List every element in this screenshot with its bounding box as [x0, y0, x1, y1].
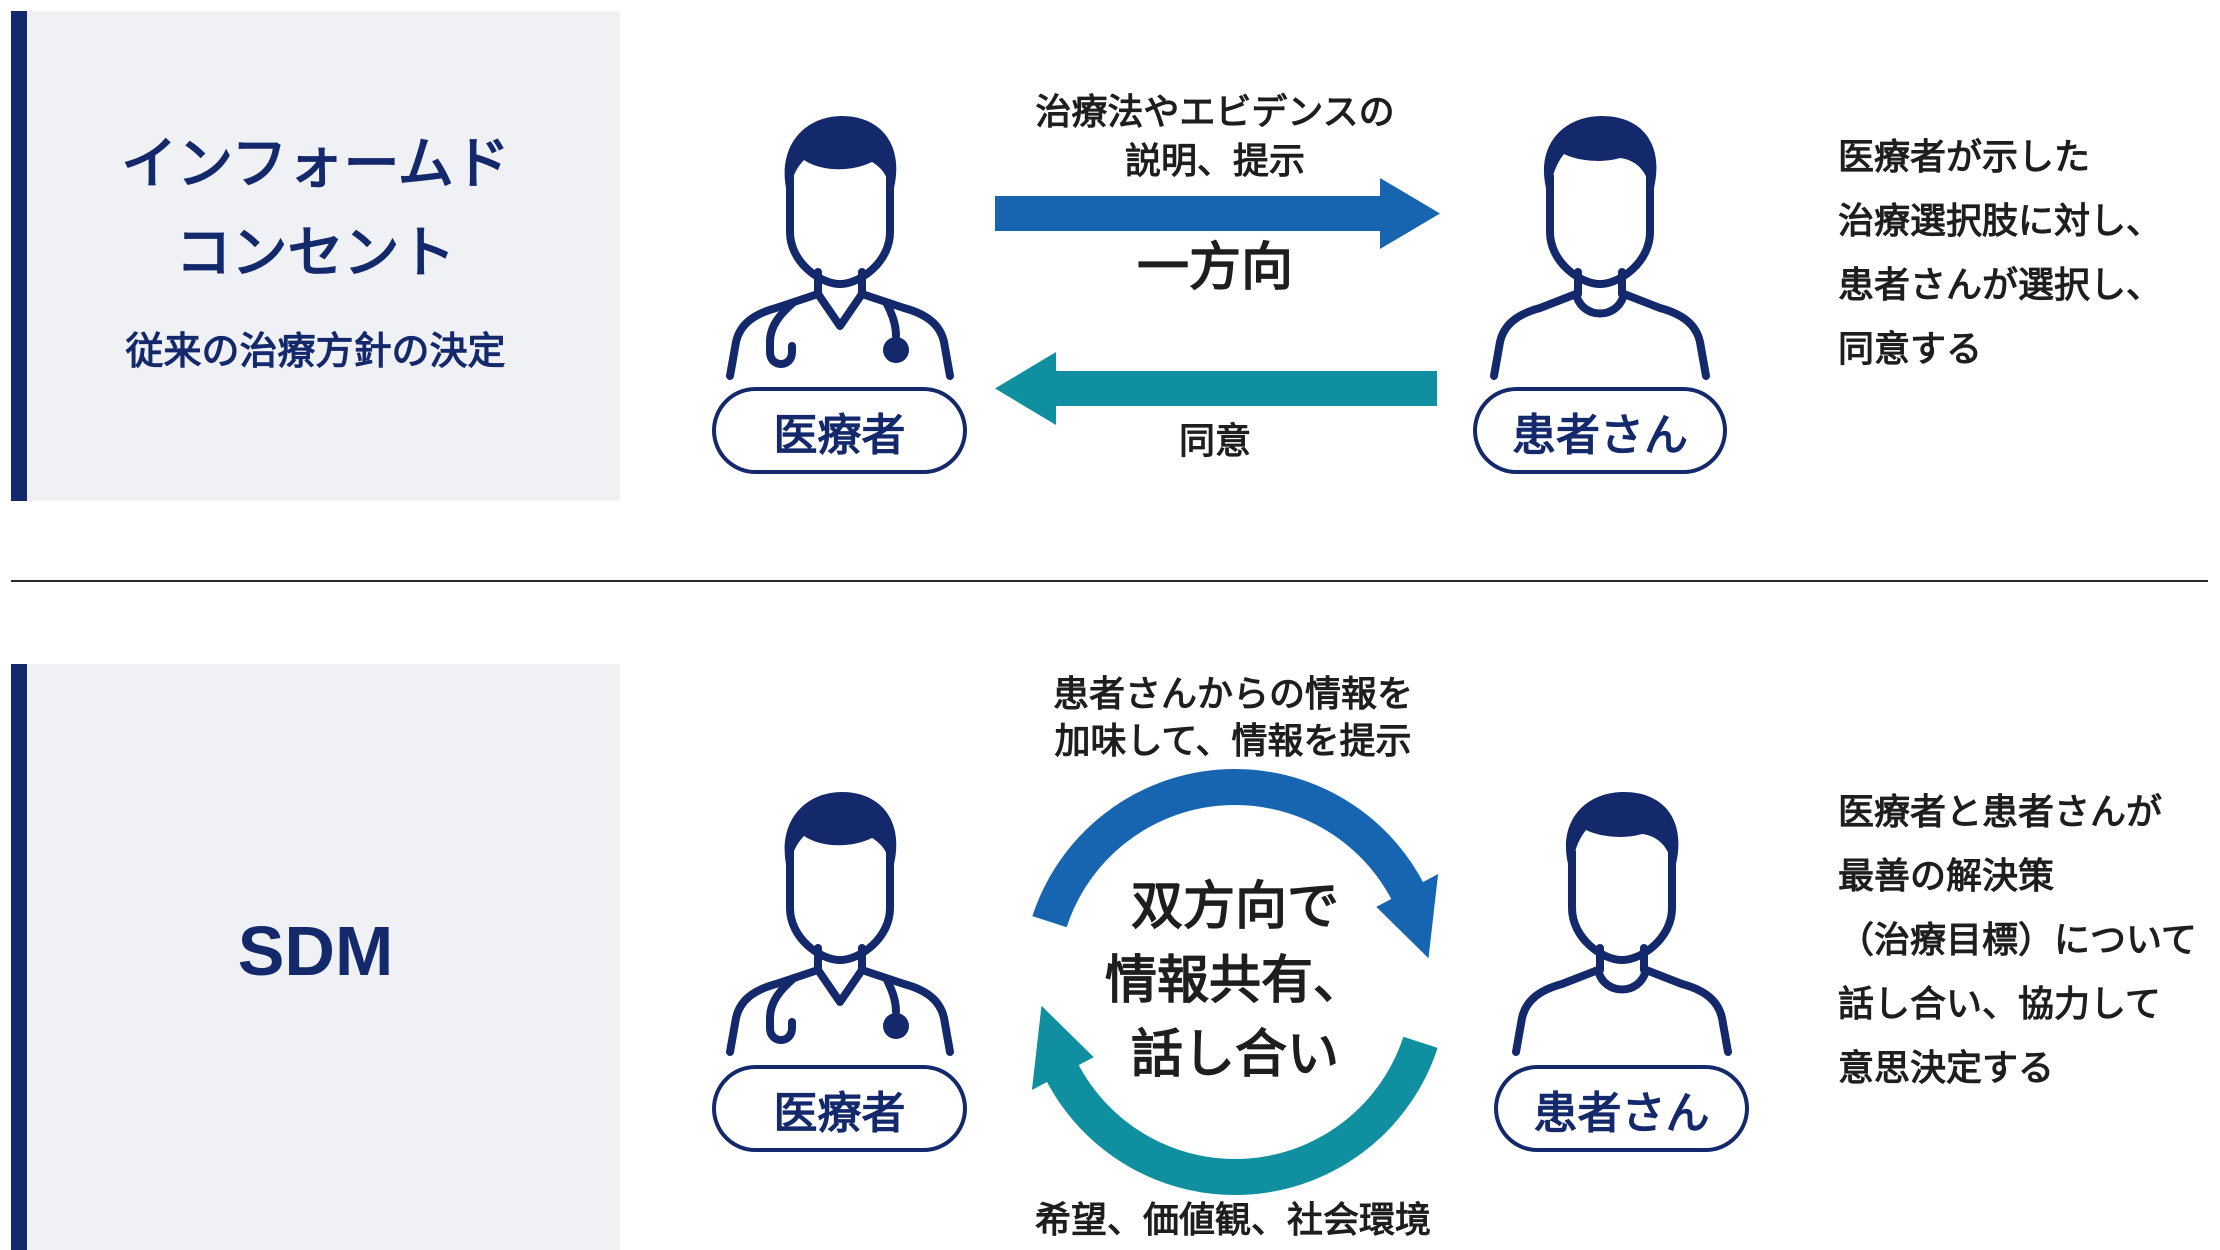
description-line: 同意する — [1838, 328, 1983, 369]
description-line: 治療選択肢に対し、 — [1838, 200, 2163, 241]
center-text-line: 情報共有、 — [1104, 952, 1365, 1010]
doctor-icon — [726, 116, 954, 380]
patient-icon — [1490, 116, 1710, 380]
description-line: 患者さんが選択し、 — [1838, 264, 2163, 305]
info-caption-line: 加味して、情報を提示 — [1054, 720, 1412, 761]
values-caption: 希望、価値観、社会環境 — [1034, 1199, 1431, 1240]
explain-caption-line: 説明、提示 — [1124, 140, 1305, 181]
info-arc-shaft — [1032, 769, 1425, 928]
informed-consent-subtitle: 従来の治療方針の決定 — [125, 331, 506, 373]
sdm-accent-bar — [11, 664, 27, 1250]
doctor-icon — [726, 792, 954, 1056]
direction-label: 一方向 — [1136, 239, 1293, 297]
explain-arrow-right — [995, 178, 1440, 249]
explain-caption: 治療法やエビデンスの 説明、提示 — [965, 87, 1465, 185]
patient-label: 患者さん — [1473, 387, 1727, 474]
explain-caption-line: 治療法やエビデンスの — [1035, 91, 1395, 132]
info-arc-arrow — [1032, 769, 1439, 959]
center-text-line: 話し合い — [1130, 1026, 1339, 1084]
informed-consent-title-line: コンセント — [175, 221, 456, 284]
description-line: 医療者と患者さんが — [1838, 791, 2163, 832]
provider-label: 医療者 — [712, 387, 967, 474]
values-arc-shaft — [1045, 1036, 1438, 1195]
informed-consent-panel — [11, 11, 620, 501]
description-line: 最善の解決策 — [1838, 855, 2055, 896]
sdm-description: 医療者と患者さんが 最善の解決策 （治療目標）について 話し合い、協力して 意思… — [1838, 780, 2197, 1100]
informed-consent-description: 医療者が示した 治療選択肢に対し、 患者さんが選択し、 同意する — [1838, 125, 2162, 381]
center-text-line: 双方向で — [1130, 878, 1339, 936]
patient-label: 患者さん — [1494, 1065, 1749, 1152]
explain-arrow-head — [1380, 178, 1440, 249]
description-line: （治療目標）について — [1838, 919, 2197, 960]
consent-caption: 同意 — [1178, 420, 1251, 461]
informed-consent-title: インフォームド コンセント — [11, 119, 620, 297]
description-line: 意思決定する — [1838, 1047, 2055, 1088]
sdm-title: SDM — [237, 912, 394, 990]
info-caption-line: 患者さんからの情報を — [1052, 673, 1413, 714]
description-line: 話し合い、協力して — [1838, 983, 2161, 1024]
patient-icon — [1512, 792, 1732, 1056]
provider-label: 医療者 — [712, 1065, 967, 1152]
description-line: 医療者が示した — [1838, 136, 2091, 177]
explain-arrow-shaft — [995, 196, 1387, 231]
consent-arrow-shaft — [1050, 371, 1437, 406]
informed-consent-accent-bar — [11, 11, 27, 501]
values-arc-head — [1031, 1005, 1094, 1090]
consent-arrow-left — [995, 352, 1437, 425]
info-arc-head — [1376, 874, 1439, 959]
info-caption: 患者さんからの情報を 加味して、情報を提示 — [973, 670, 1493, 764]
bidirectional-center-text: 双方向で 情報共有、 話し合い — [1085, 870, 1385, 1092]
consent-arrow-head — [995, 352, 1056, 425]
informed-consent-title-line: インフォームド — [121, 132, 510, 195]
sdm-panel — [11, 664, 620, 1250]
values-arc-arrow — [1031, 1005, 1438, 1195]
